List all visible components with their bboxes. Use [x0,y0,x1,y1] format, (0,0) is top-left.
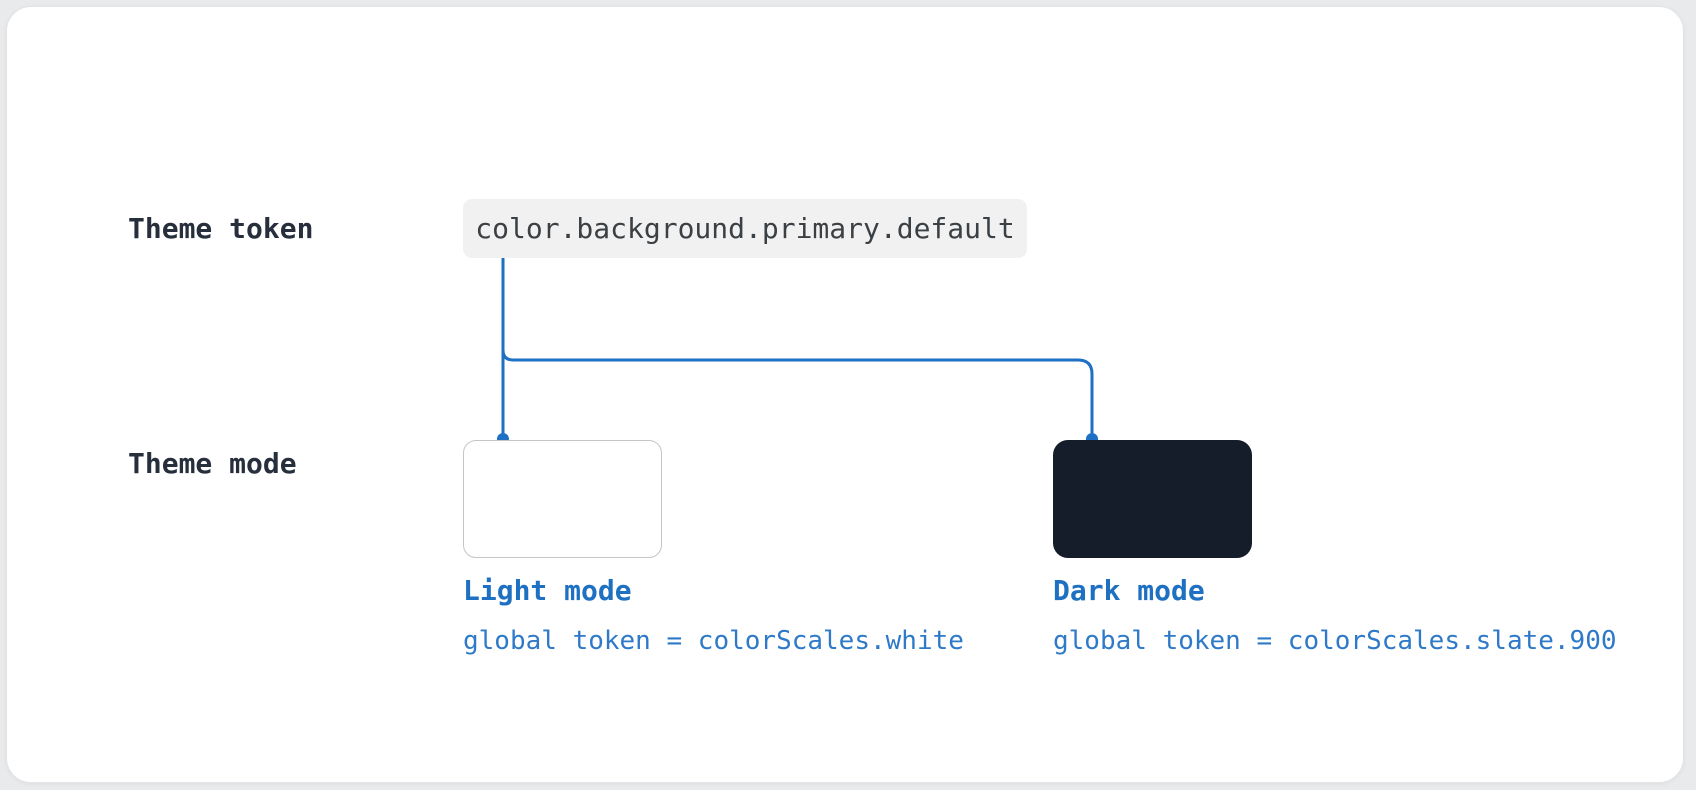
light-mode-title: Light mode [463,573,632,607]
dark-mode-title: Dark mode [1053,573,1205,607]
theme-token-value: color.background.primary.default [475,212,1015,245]
theme-token-row-label: Theme token [128,212,314,245]
diagram-card [6,6,1684,783]
dark-mode-swatch [1053,440,1252,558]
theme-mode-row-label: Theme mode [128,446,297,480]
light-mode-mapping: global token = colorScales.white [463,626,964,656]
theme-token-pill: color.background.primary.default [463,199,1027,258]
dark-mode-mapping: global token = colorScales.slate.900 [1053,626,1617,656]
light-mode-swatch [463,440,662,558]
